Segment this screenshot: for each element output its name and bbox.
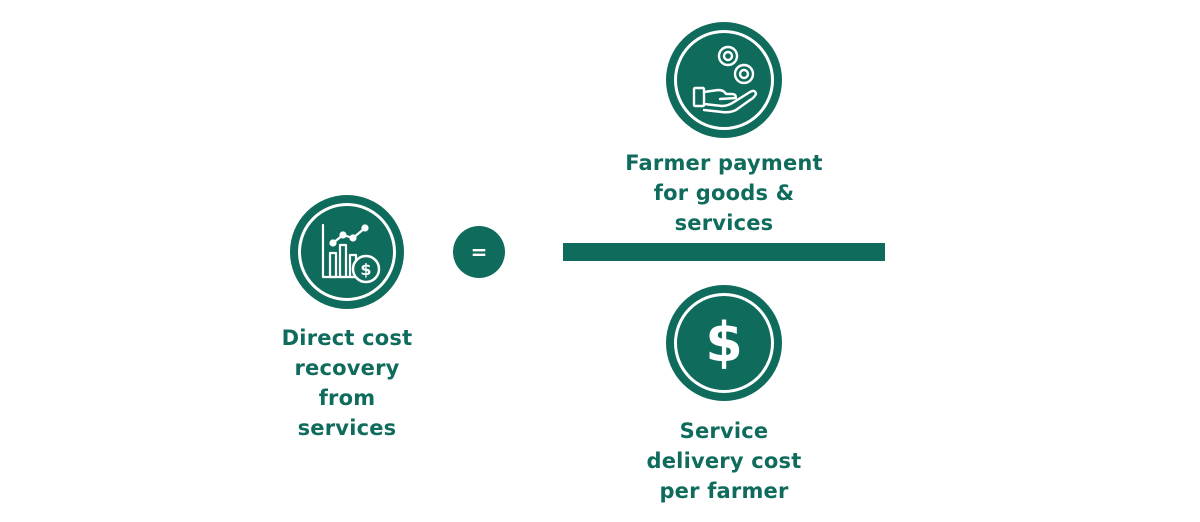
service-delivery-cost-label: Service delivery cost per farmer xyxy=(574,416,874,506)
label-line: Service xyxy=(679,419,769,443)
label-line: Direct cost xyxy=(281,326,413,350)
chart-dollar-graphic: $ xyxy=(321,223,381,284)
label-line: from xyxy=(318,386,376,410)
dollar-icon: $ xyxy=(666,285,782,401)
equals-sign: = xyxy=(453,226,505,278)
label-line: services xyxy=(674,211,774,235)
dollar-graphic: $ xyxy=(705,311,743,374)
direct-cost-recovery-label: Direct cost recovery from services xyxy=(247,323,447,443)
label-line: delivery cost xyxy=(646,449,802,473)
label-line: Farmer payment xyxy=(625,151,823,175)
label-line: for goods & xyxy=(653,181,795,205)
hand-coins-icon xyxy=(666,22,782,138)
icon-ring xyxy=(674,293,774,393)
icon-ring xyxy=(298,203,396,301)
svg-text:$: $ xyxy=(360,260,371,279)
hand-coins-graphic xyxy=(692,45,758,114)
dollar-symbol: $ xyxy=(705,311,743,374)
chart-dollar-icon: $ xyxy=(290,195,404,309)
icon-ring xyxy=(674,30,774,130)
label-line: per farmer xyxy=(659,479,789,503)
fraction-bar xyxy=(563,243,885,261)
farmer-payment-label: Farmer payment for goods & services xyxy=(574,148,874,238)
label-line: recovery xyxy=(294,356,400,380)
label-line: services xyxy=(297,416,397,440)
